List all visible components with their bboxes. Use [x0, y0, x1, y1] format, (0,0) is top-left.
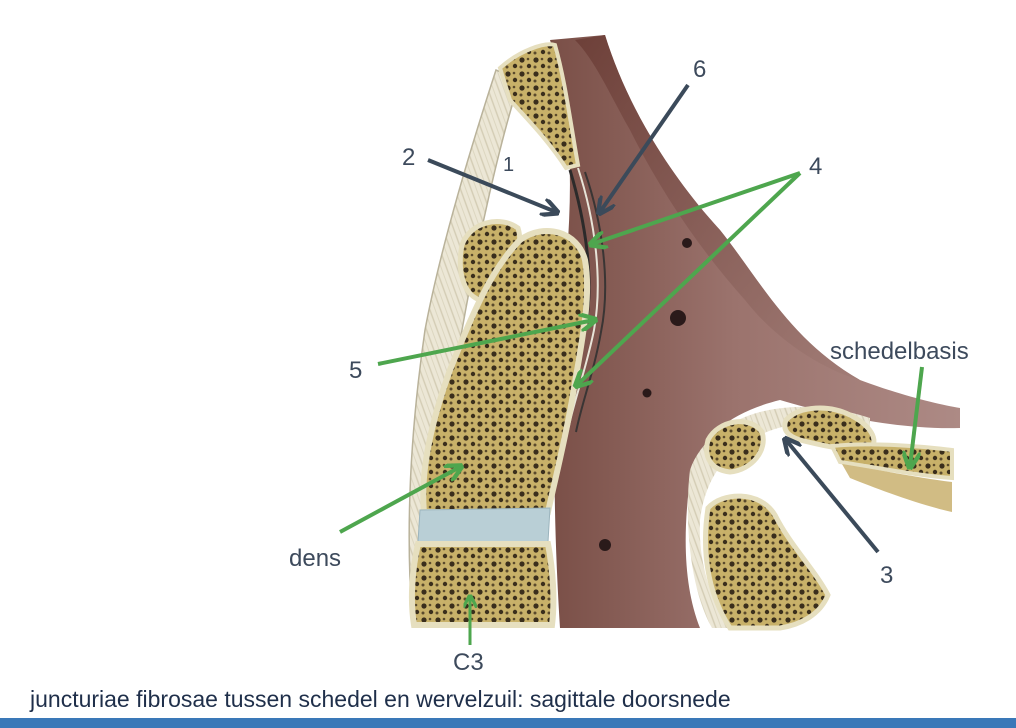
label-2: 2 — [402, 144, 415, 171]
dens-bone — [420, 228, 591, 515]
label-1: 1 — [503, 154, 514, 176]
vessel-dot — [670, 310, 686, 326]
label-5: 5 — [349, 357, 362, 384]
vessel-dot — [599, 539, 611, 551]
arrow-schedelbasis — [910, 366, 924, 466]
arrow-dens — [339, 467, 460, 534]
c3-vertebra — [408, 541, 557, 628]
posterior-ligament-right — [687, 406, 870, 628]
skull-base-muscle — [842, 464, 952, 512]
vessel-dot — [682, 238, 692, 248]
arrow-4a — [592, 171, 801, 244]
caption: juncturiae fibrosae tussen schedel en we… — [30, 686, 731, 712]
arrow-2 — [427, 158, 556, 212]
occipital-bone — [497, 42, 581, 171]
arrow-6 — [600, 83, 690, 212]
atlas-posterior-arch — [704, 419, 766, 475]
label-6: 6 — [693, 56, 706, 83]
label-c3: C3 — [453, 649, 484, 676]
skull-base-bone — [828, 442, 954, 481]
arrow-3 — [786, 440, 880, 554]
label-3: 3 — [880, 562, 893, 589]
label-schedelbasis: schedelbasis — [830, 338, 969, 365]
vessel-dot — [642, 388, 652, 398]
dura-mater — [550, 35, 960, 628]
bottom-bar — [0, 718, 1016, 728]
brainstem-shade — [575, 35, 860, 380]
spinous-process — [703, 493, 831, 631]
arrow-5 — [377, 320, 594, 366]
arrow-4b — [577, 171, 802, 385]
intervertebral-disc — [417, 507, 551, 543]
label-4: 4 — [809, 153, 822, 180]
label-dens: dens — [289, 545, 341, 572]
